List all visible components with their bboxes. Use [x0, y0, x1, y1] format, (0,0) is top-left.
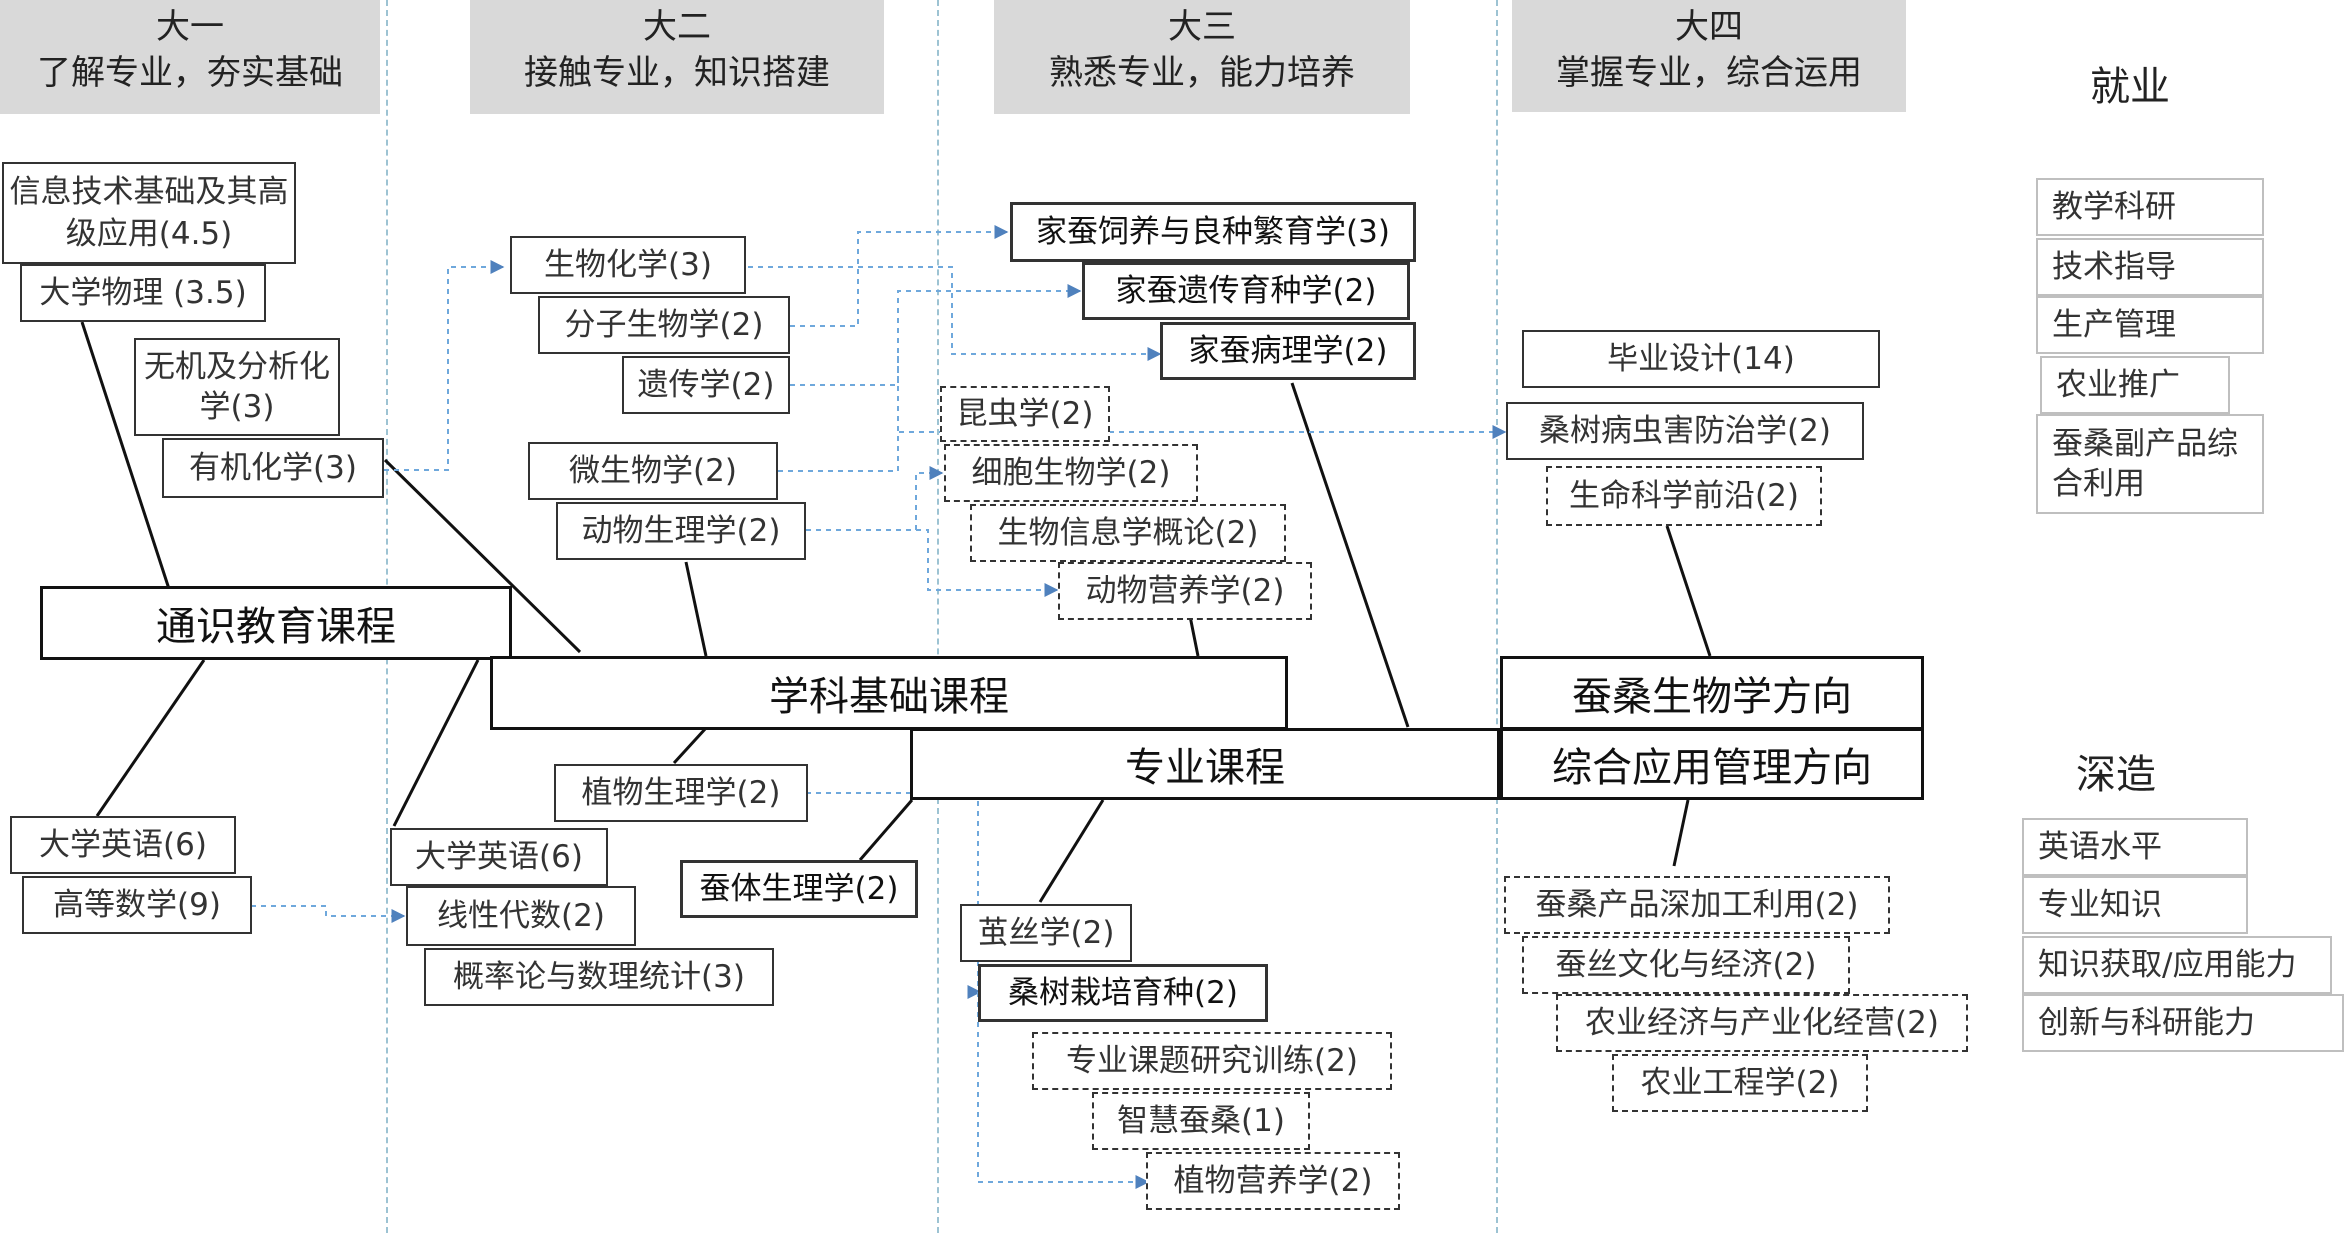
course-inorganic-chem: 无机及分析化学(3) — [134, 338, 340, 436]
line-path-major — [1290, 382, 1410, 728]
course-silkworm-breed: 家蚕饲养与良种繁育学(3) — [1010, 202, 1416, 262]
arrow-micro-link — [778, 350, 899, 472]
arrow-animalphys-cell — [806, 466, 944, 531]
year-title: 大三 — [1168, 7, 1236, 47]
line-major-silkwormphys — [858, 799, 914, 861]
course-entomology: 昆虫学(2) — [940, 386, 1110, 442]
line-animalphys-subject — [684, 561, 708, 657]
year-header-3: 大三 熟悉专业，能力培养 — [994, 0, 1410, 114]
course-biochem: 生物化学(3) — [510, 236, 746, 294]
course-seri-products: 蚕桑产品深加工利用(2) — [1504, 876, 1890, 934]
course-agri-econ: 农业经济与产业化经营(2) — [1556, 994, 1968, 1052]
year-title: 大四 — [1675, 7, 1743, 47]
course-linear-alg: 线性代数(2) — [406, 886, 636, 946]
main-mgmt-direction: 综合应用管理方向 — [1500, 728, 1924, 800]
outcome-employment-item: 生产管理 — [2036, 296, 2264, 354]
course-organic-chem: 有机化学(3) — [162, 438, 384, 498]
course-cell-bio: 细胞生物学(2) — [944, 444, 1198, 502]
course-mulberry-cult: 桑树栽培育种(2) — [978, 964, 1268, 1022]
arrow-math-linear — [251, 905, 406, 923]
course-silkworm-path: 家蚕病理学(2) — [1160, 322, 1416, 380]
outcome-employment-title: 就业 — [2090, 64, 2170, 110]
outcome-employment-item: 农业推广 — [2040, 356, 2230, 414]
line-major-silk — [1038, 799, 1105, 903]
arrow-animalphys-nutr — [806, 529, 1059, 597]
course-thesis: 毕业设计(14) — [1522, 330, 1880, 388]
course-animal-nutr: 动物营养学(2) — [1058, 562, 1312, 620]
course-english-y1: 大学英语(6) — [10, 816, 236, 874]
course-plant-nutr: 植物营养学(2) — [1146, 1152, 1400, 1210]
course-mol-bio: 分子生物学(2) — [538, 296, 790, 354]
course-bioinfo: 生物信息学概论(2) — [970, 504, 1286, 562]
course-agri-eng: 农业工程学(2) — [1612, 1054, 1868, 1112]
main-major-courses: 专业课程 — [910, 728, 1500, 800]
year-header-2: 大二 接触专业，知识搭建 — [470, 0, 884, 114]
column-separator-2 — [937, 0, 939, 1233]
course-adv-math: 高等数学(9) — [22, 876, 252, 934]
year-subtitle: 接触专业，知识搭建 — [524, 53, 830, 93]
arrow-organic-biochem — [384, 260, 505, 471]
line-general-english — [95, 659, 206, 817]
arrow-molbio-breed — [790, 225, 1009, 327]
line-mgmt-seri — [1672, 799, 1690, 867]
course-silkworm-phys: 蚕体生理学(2) — [680, 860, 918, 918]
course-prob-stat: 概率论与数理统计(3) — [424, 948, 774, 1006]
outcome-employment-item: 技术指导 — [2036, 238, 2264, 296]
line-organic-subject — [383, 458, 582, 654]
course-research-train: 专业课题研究训练(2) — [1032, 1032, 1392, 1090]
main-bio-direction: 蚕桑生物学方向 — [1500, 656, 1924, 730]
outcome-further-study-title: 深造 — [2076, 752, 2156, 798]
course-smart-seri: 智慧蚕桑(1) — [1092, 1092, 1310, 1150]
main-subject-foundation: 学科基础课程 — [490, 656, 1288, 730]
course-animal-phys: 动物生理学(2) — [556, 502, 806, 560]
course-genetics: 遗传学(2) — [622, 356, 790, 414]
line-subject-plantphys — [672, 726, 708, 765]
course-english-y2: 大学英语(6) — [390, 828, 608, 886]
year-title: 大一 — [156, 7, 224, 47]
course-mulberry-pest: 桑树病虫害防治学(2) — [1506, 402, 1864, 460]
arrow-micro-pest — [778, 425, 1507, 472]
line-frontier-bio — [1665, 525, 1712, 657]
line-nutr-subject — [1188, 615, 1200, 657]
spine-lines — [80, 321, 1712, 903]
dashed-arrows — [251, 225, 1507, 1189]
course-physics: 大学物理 (3.5) — [20, 264, 266, 322]
arrow-biochem-path — [748, 266, 1162, 361]
year-header-1: 大一 了解专业，夯实基础 — [0, 0, 380, 114]
arrow-plantphys-plantnutr — [977, 992, 1150, 1189]
course-silk-sci: 茧丝学(2) — [960, 904, 1132, 962]
outcome-further-study-item: 专业知识 — [2022, 876, 2248, 934]
outcome-further-study-item: 知识获取/应用能力 — [2022, 936, 2332, 994]
outcome-employment-item: 蚕桑副产品综合利用 — [2036, 414, 2264, 514]
year-subtitle: 了解专业，夯实基础 — [37, 53, 343, 93]
line-physics-general — [80, 321, 172, 593]
year-header-4: 大四 掌握专业，综合运用 — [1512, 0, 1906, 112]
outcome-further-study-item: 英语水平 — [2022, 818, 2248, 876]
year-title: 大二 — [643, 7, 711, 47]
outcome-employment-item: 教学科研 — [2036, 178, 2264, 236]
course-silkworm-gen: 家蚕遗传育种学(2) — [1082, 262, 1410, 320]
main-general-education: 通识教育课程 — [40, 586, 512, 660]
year-subtitle: 掌握专业，综合运用 — [1556, 53, 1862, 93]
line-subject-english2 — [392, 659, 480, 827]
outcome-further-study-item: 创新与科研能力 — [2022, 994, 2344, 1052]
column-separator-3 — [1496, 0, 1498, 1233]
course-microbio: 微生物学(2) — [528, 442, 778, 500]
course-it-basics: 信息技术基础及其高级应用(4.5) — [2, 162, 296, 264]
course-plant-phys: 植物生理学(2) — [554, 764, 808, 822]
course-life-frontier: 生命科学前沿(2) — [1546, 466, 1822, 526]
arrow-genetics-gen — [790, 284, 1082, 386]
course-silk-culture: 蚕丝文化与经济(2) — [1522, 936, 1850, 994]
year-subtitle: 熟悉专业，能力培养 — [1049, 53, 1355, 93]
